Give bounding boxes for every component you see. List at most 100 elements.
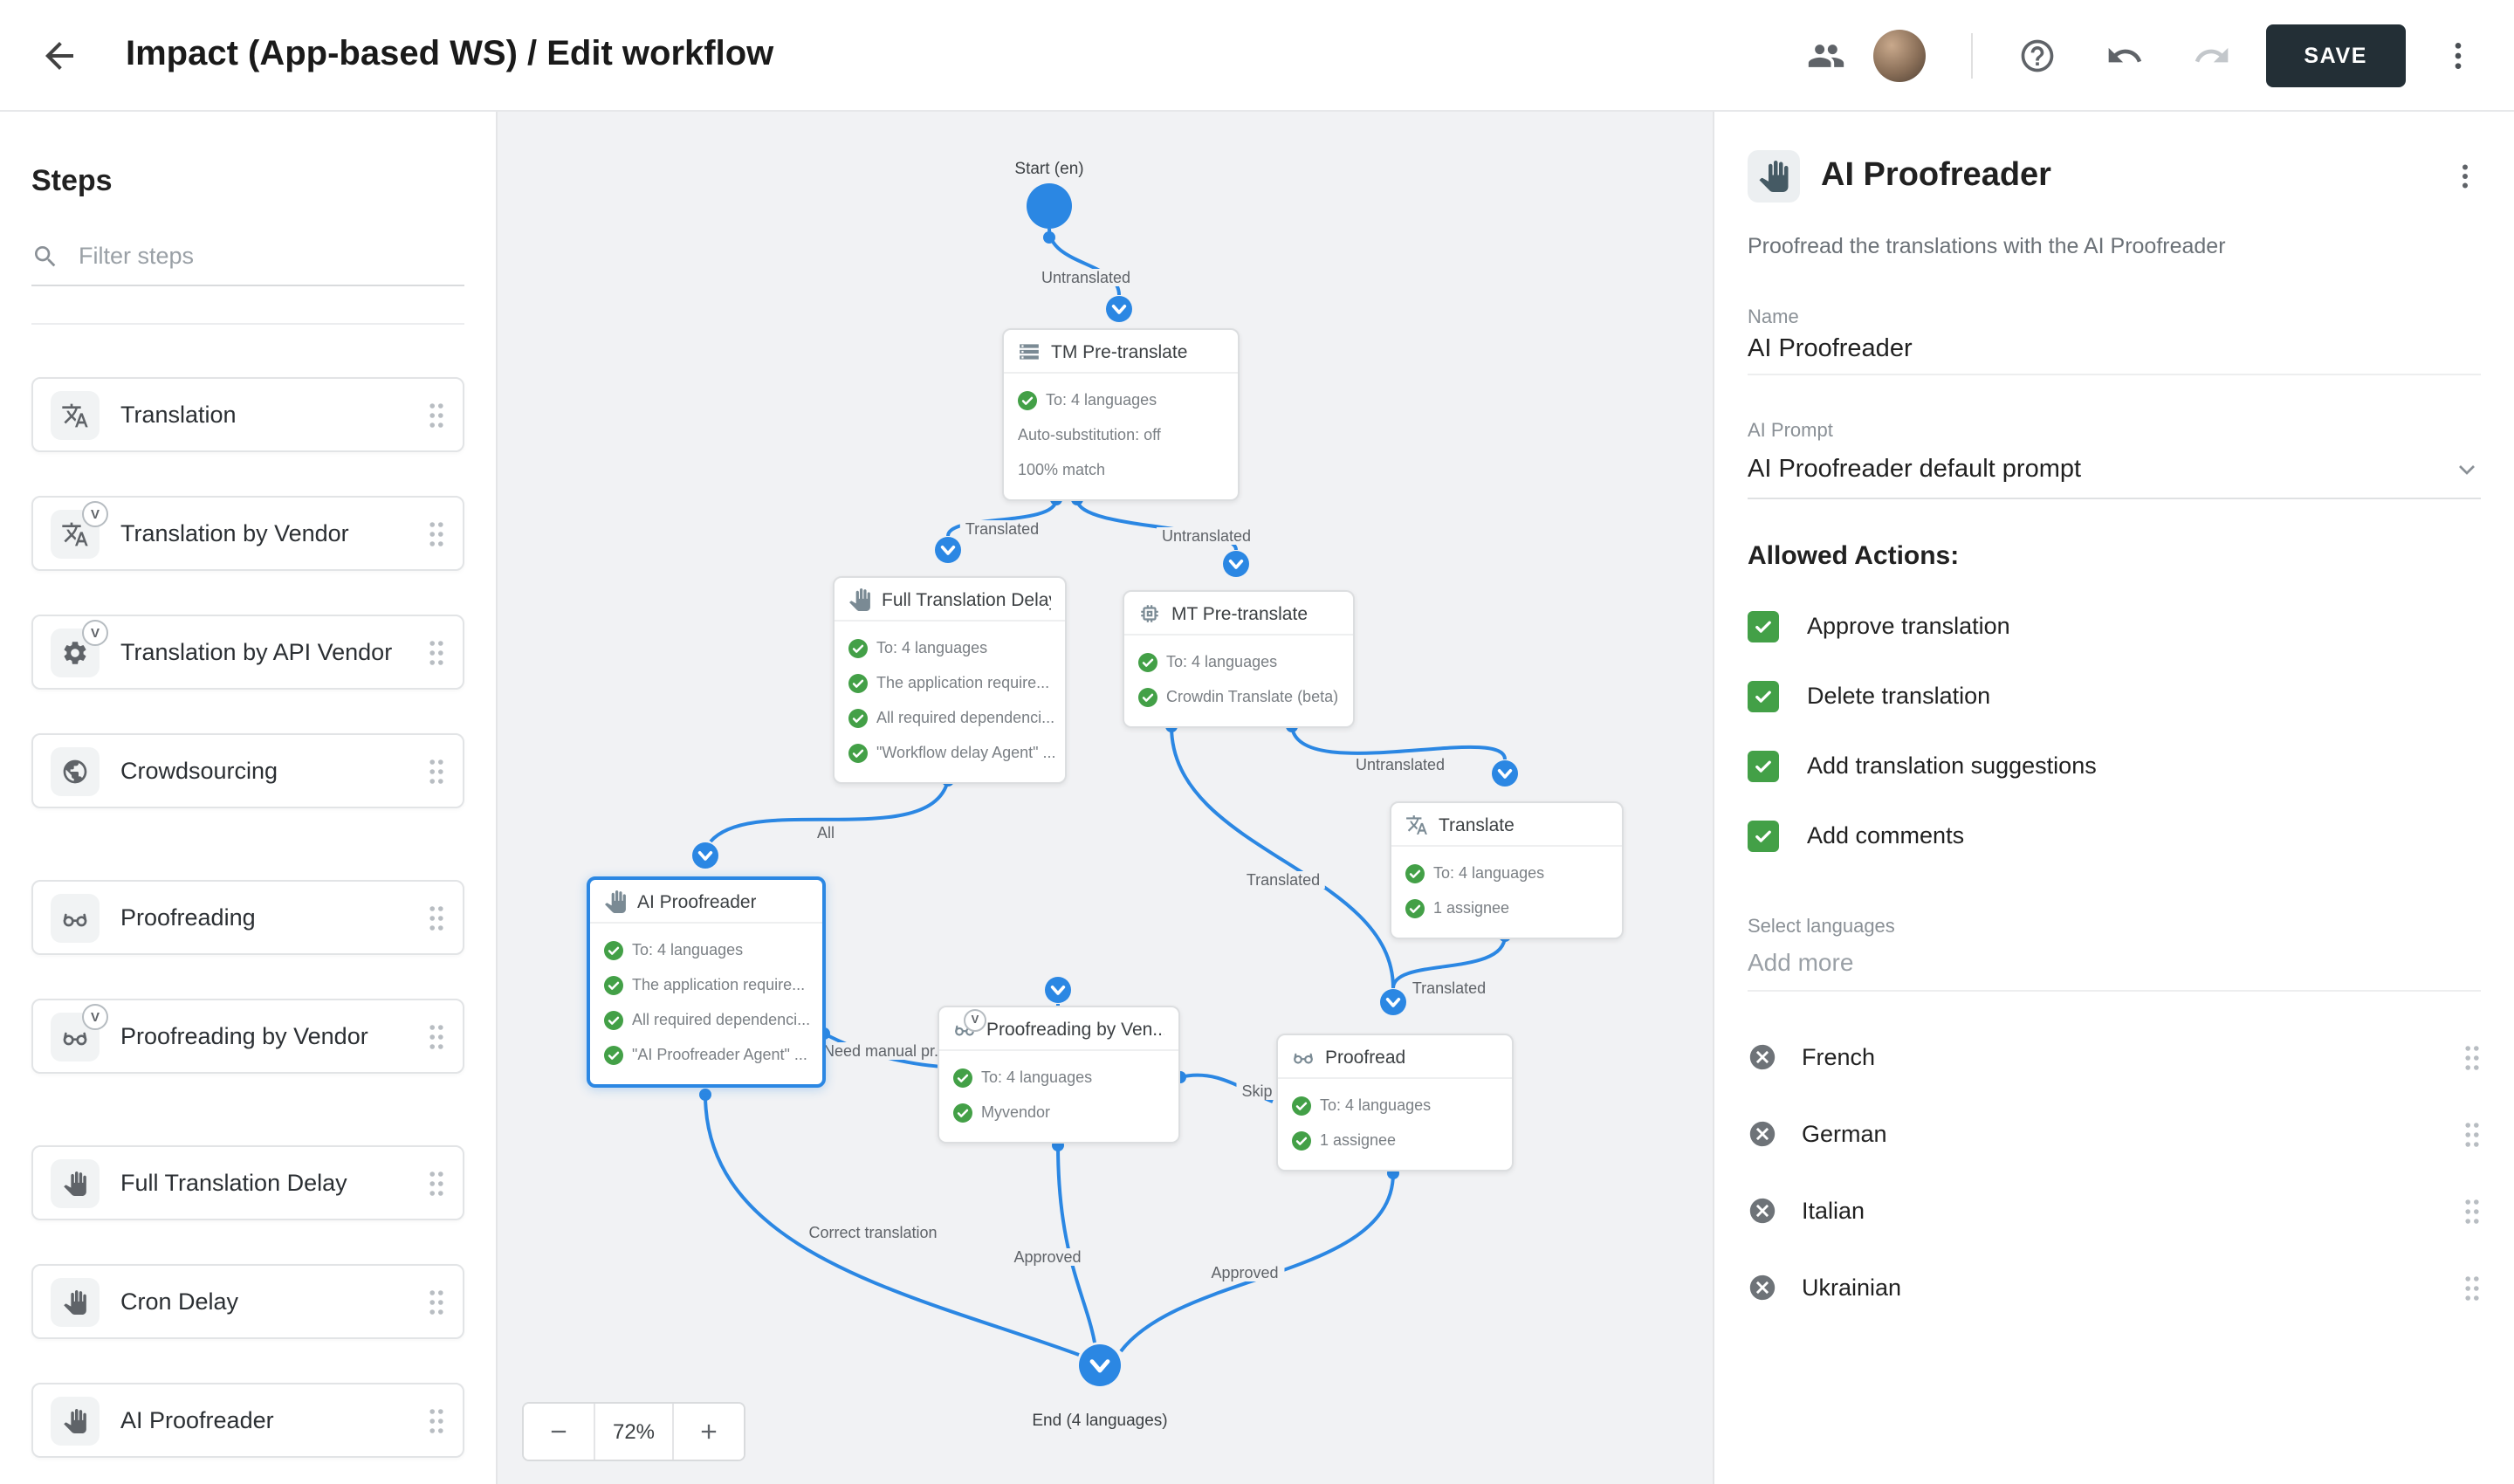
drag-handle-icon[interactable] (428, 519, 445, 547)
sidebar-divider (31, 323, 464, 325)
translate-icon (1405, 814, 1428, 836)
action-approve-translation[interactable]: Approve translation (1748, 592, 2481, 662)
drag-handle-icon[interactable] (428, 1022, 445, 1050)
edge-label: Approved (1008, 1248, 1087, 1266)
add-language-input[interactable] (1748, 940, 2481, 992)
step-card-translation-by-vendor[interactable]: V Translation by Vendor (31, 496, 464, 571)
step-card-translation[interactable]: Translation (31, 377, 464, 452)
ai-prompt-select[interactable]: AI Proofreader default prompt (1748, 445, 2481, 499)
action-delete-translation[interactable]: Delete translation (1748, 662, 2481, 732)
collaborators-icon[interactable] (1806, 36, 1844, 74)
check-icon (1138, 652, 1157, 671)
vendor-badge: V (964, 1009, 986, 1032)
check-icon (604, 1010, 623, 1029)
node-mt-pretranslate[interactable]: MT Pre-translate To: 4 languages Crowdin… (1123, 590, 1355, 728)
more-options-icon[interactable] (2441, 38, 2476, 72)
zoom-out-button[interactable] (524, 1404, 594, 1460)
drag-handle-icon[interactable] (428, 1288, 445, 1316)
step-card-full-translation-delay[interactable]: Full Translation Delay (31, 1145, 464, 1220)
glasses-icon (1292, 1046, 1315, 1068)
zoom-in-button[interactable] (674, 1404, 744, 1460)
action-add-translation-suggestions[interactable]: Add translation suggestions (1748, 732, 2481, 801)
edge-label: All (811, 824, 841, 842)
panel-description: Proofread the translations with the AI P… (1748, 234, 2226, 258)
action-add-comments[interactable]: Add comments (1748, 801, 2481, 871)
end-node-circle (1079, 1344, 1121, 1386)
drag-handle-icon[interactable] (428, 1169, 445, 1197)
undo-icon[interactable] (2105, 36, 2143, 74)
vendor-badge: V (82, 619, 108, 645)
remove-language-icon[interactable] (1748, 1120, 1777, 1150)
node-tm-pretranslate[interactable]: TM Pre-translate To: 4 languages Auto-su… (1002, 328, 1240, 501)
checkbox-checked-icon[interactable] (1748, 750, 1779, 782)
save-button[interactable]: SAVE (2265, 24, 2406, 86)
topbar: Impact (App-based WS) / Edit workflow SA… (0, 0, 2514, 112)
start-node-circle (1027, 183, 1072, 229)
check-icon (1138, 687, 1157, 706)
step-card-ai-proofreader[interactable]: AI Proofreader (31, 1383, 464, 1458)
checkbox-checked-icon[interactable] (1748, 610, 1779, 642)
drag-handle-icon[interactable] (428, 903, 445, 931)
glasses-icon (51, 893, 100, 942)
checkbox-checked-icon[interactable] (1748, 680, 1779, 712)
drag-handle-icon[interactable] (428, 401, 445, 429)
workflow-canvas[interactable]: Start (en) End (4 languages) Untranslate… (498, 112, 1713, 1484)
avatar[interactable] (1872, 29, 1926, 81)
step-card-crowdsourcing[interactable]: Crowdsourcing (31, 733, 464, 808)
zoom-control: 72% (522, 1402, 745, 1461)
ai-hand-icon (51, 1396, 100, 1445)
step-card-proofreading[interactable]: Proofreading (31, 880, 464, 955)
edge-label: Translated (1406, 979, 1492, 997)
edge-label: Skip (1236, 1082, 1278, 1100)
remove-language-icon[interactable] (1748, 1043, 1777, 1073)
edge-label: Untranslated (1350, 756, 1451, 773)
glasses-icon: V (51, 1003, 108, 1061)
name-input[interactable] (1748, 327, 2481, 375)
filter-steps-search[interactable] (31, 241, 464, 286)
drag-handle-icon[interactable] (428, 1406, 445, 1434)
step-card-cron-delay[interactable]: Cron Delay (31, 1264, 464, 1339)
language-row-italian: Italian (1748, 1173, 2481, 1250)
allowed-actions-heading: Allowed Actions: (1748, 540, 1960, 571)
remove-language-icon[interactable] (1748, 1274, 1777, 1303)
search-icon (31, 242, 59, 270)
vendor-badge: V (82, 500, 108, 526)
node-ai-proofreader[interactable]: AI Proofreader To: 4 languages The appli… (587, 876, 826, 1088)
check-icon (1292, 1096, 1311, 1115)
panel-more-options-icon[interactable] (2449, 161, 2481, 192)
node-full-translation-delay[interactable]: Full Translation Delay To: 4 languages T… (833, 576, 1067, 784)
check-icon (604, 975, 623, 994)
step-card-translation-by-api-vendor[interactable]: V Translation by API Vendor (31, 615, 464, 690)
filter-steps-input[interactable] (75, 241, 464, 271)
panel-title: AI Proofreader (1821, 157, 2051, 194)
steps-heading: Steps (31, 164, 113, 197)
page-title: Impact (App-based WS) / Edit workflow (126, 35, 774, 73)
redo-icon[interactable] (2192, 36, 2230, 74)
node-proofreading-by-vendor[interactable]: V Proofreading by Ven... To: 4 languages… (938, 1006, 1180, 1144)
end-node-label: End (4 languages) (1032, 1412, 1168, 1431)
step-card-proofreading-by-vendor[interactable]: V Proofreading by Vendor (31, 999, 464, 1074)
back-button[interactable] (38, 34, 80, 76)
topbar-actions: SAVE (1806, 24, 2476, 86)
check-icon (848, 673, 868, 692)
remove-language-icon[interactable] (1748, 1197, 1777, 1226)
language-row-ukrainian: Ukrainian (1748, 1250, 2481, 1327)
drag-handle-icon[interactable] (428, 757, 445, 785)
tm-icon (1018, 340, 1041, 363)
drag-handle-icon[interactable] (428, 638, 445, 666)
check-icon (1405, 898, 1425, 917)
checkbox-checked-icon[interactable] (1748, 820, 1779, 852)
node-proofread[interactable]: Proofread To: 4 languages 1 assignee (1276, 1034, 1514, 1171)
check-icon (953, 1068, 972, 1087)
drag-handle-icon[interactable] (2463, 1044, 2481, 1072)
check-icon (848, 638, 868, 657)
node-translate[interactable]: Translate To: 4 languages 1 assignee (1390, 801, 1624, 939)
drag-handle-icon[interactable] (2463, 1274, 2481, 1302)
delay-hand-icon (848, 588, 871, 611)
drag-handle-icon[interactable] (2463, 1121, 2481, 1149)
drag-handle-icon[interactable] (2463, 1198, 2481, 1226)
help-icon[interactable] (2017, 36, 2056, 74)
ai-hand-icon (604, 890, 627, 913)
